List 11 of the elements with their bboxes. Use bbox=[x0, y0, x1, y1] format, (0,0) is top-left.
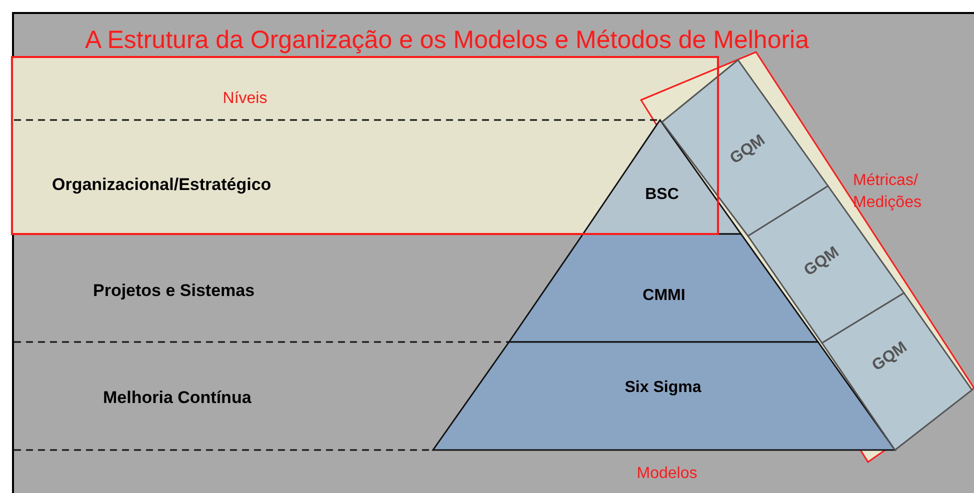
metrics-heading: Métricas/ Medições bbox=[853, 171, 922, 213]
level-label: Organizacional/Estratégico bbox=[52, 174, 272, 196]
segment-label: CMMI bbox=[642, 286, 686, 306]
level-label: Melhoria Contínua bbox=[103, 387, 252, 409]
diagram-title: A Estrutura da Organização e os Modelos e Métodos de Melhoria bbox=[85, 25, 810, 56]
level-label: Projetos e Sistemas bbox=[93, 280, 255, 302]
metric-segment bbox=[822, 293, 972, 450]
segment-label: BSC bbox=[645, 185, 679, 205]
segment-label: Six Sigma bbox=[624, 378, 702, 398]
models-heading: Modelos bbox=[636, 464, 698, 484]
level-heading: Níveis bbox=[222, 89, 268, 109]
